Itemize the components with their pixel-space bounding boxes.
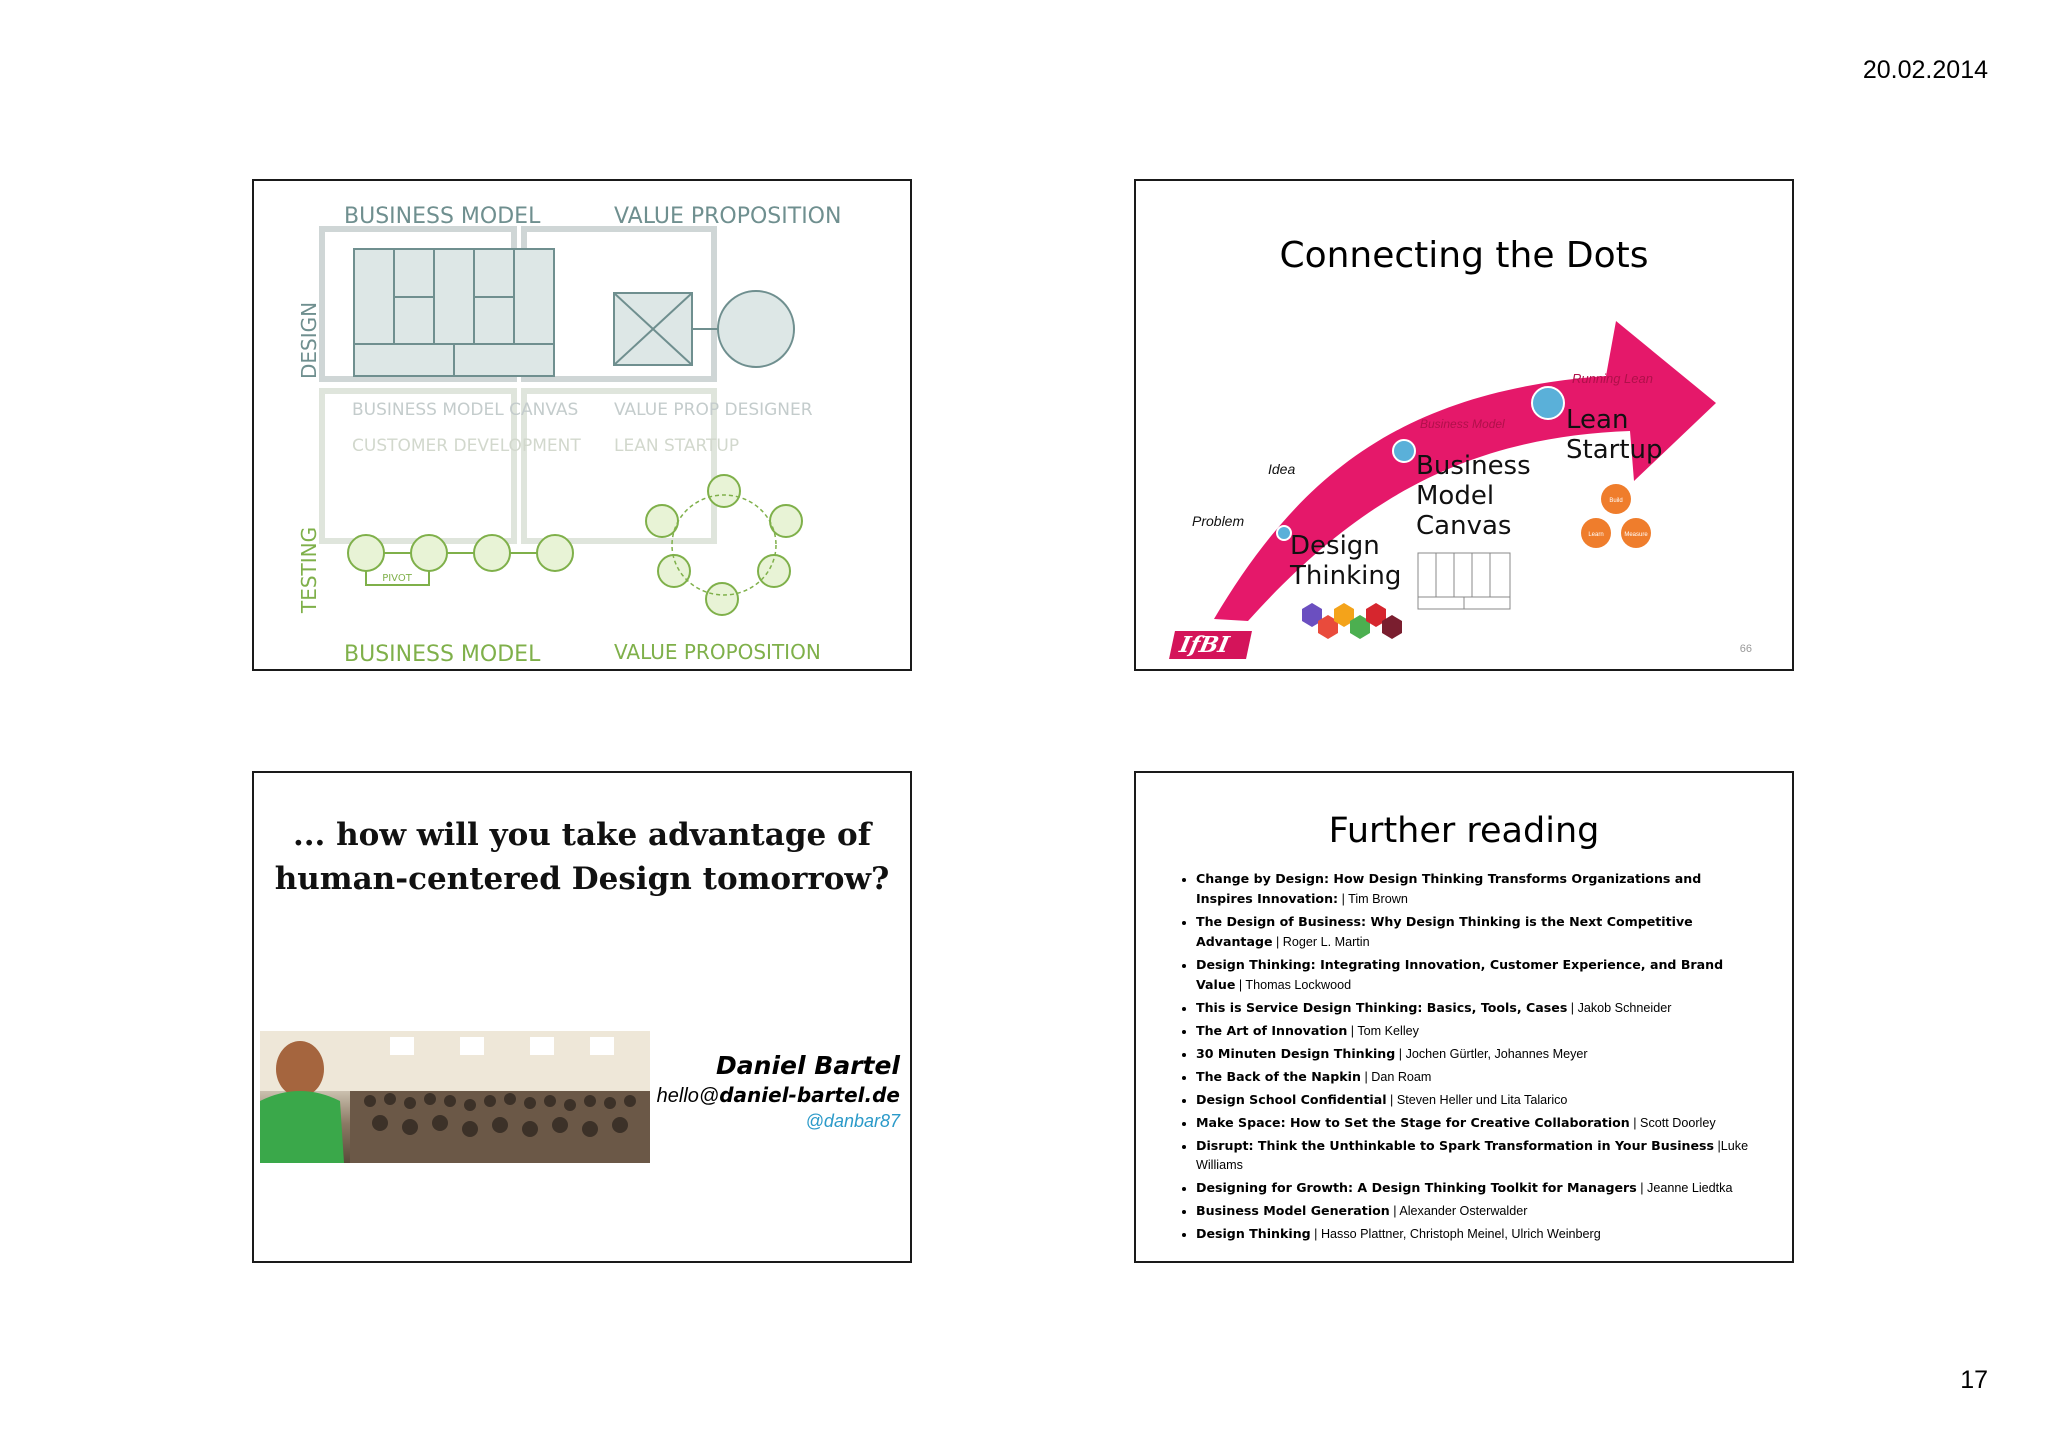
- reading-item: This is Service Design Thinking: Basics,…: [1196, 998, 1762, 1018]
- cd-steps: PIVOT: [347, 534, 574, 586]
- book-author: | Jakob Schneider: [1567, 1001, 1672, 1015]
- book-title: Design Thinking: [1196, 1226, 1311, 1241]
- closing-question: ... how will you take advantage of human…: [274, 817, 890, 897]
- lean-cycle: Build Learn Measure: [1581, 484, 1651, 548]
- book-author: | Thomas Lockwood: [1235, 978, 1352, 992]
- reading-item: Business Model Generation | Alexander Os…: [1196, 1201, 1762, 1221]
- ifbi-logo: IfBI: [1169, 631, 1252, 659]
- slide-question-contact[interactable]: ... how will you take advantage of human…: [252, 771, 912, 1263]
- slide2-title: Connecting the Dots: [1279, 235, 1649, 276]
- reading-item: The Back of the Napkin | Dan Roam: [1196, 1067, 1762, 1087]
- label-business-model: Business Model: [1420, 417, 1505, 431]
- page-date: 20.02.2014: [1862, 56, 1988, 84]
- reading-item: Disrupt: Think the Unthinkable to Spark …: [1196, 1136, 1762, 1175]
- book-title: Business Model Generation: [1196, 1203, 1390, 1218]
- label-business-model-bottom: BUSINESS MODEL: [344, 642, 541, 667]
- reading-item: 30 Minuten Design Thinking | Jochen Gürt…: [1196, 1044, 1762, 1064]
- book-author: | Dan Roam: [1360, 1070, 1432, 1084]
- reading-item: Design School Confidential | Steven Hell…: [1196, 1090, 1762, 1110]
- book-title: The Design of Business: Why Design Think…: [1196, 914, 1693, 949]
- label-value-proposition-bottom: VALUE PROPOSITION: [614, 640, 821, 664]
- book-title: Design School Confidential: [1196, 1092, 1387, 1107]
- lean-learn: Learn: [1588, 532, 1603, 538]
- book-author: | Roger L. Martin: [1272, 935, 1370, 949]
- label-vpd: VALUE PROP DESIGNER: [614, 400, 813, 420]
- book-title: Disrupt: Think the Unthinkable to Spark …: [1196, 1138, 1715, 1153]
- reading-item: Design Thinking | Hasso Plattner, Christ…: [1196, 1224, 1762, 1244]
- slide-connecting-the-dots[interactable]: Connecting the Dots Build Learn: [1134, 179, 1794, 671]
- speaker-email[interactable]: hello@daniel-bartel.de: [657, 1083, 900, 1108]
- label-idea: Idea: [1268, 461, 1296, 477]
- reading-list: Change by Design: How Design Thinking Tr…: [1172, 869, 1762, 1247]
- label-ls: LEAN STARTUP: [614, 436, 739, 456]
- book-title: The Art of Innovation: [1196, 1023, 1348, 1038]
- book-title: Designing for Growth: A Design Thinking …: [1196, 1180, 1637, 1195]
- dot-business-model: [1392, 439, 1416, 463]
- label-design: DESIGN: [297, 302, 321, 379]
- label-business-model-top: BUSINESS MODEL: [344, 204, 541, 229]
- label-cd: CUSTOMER DEVELOPMENT: [352, 436, 581, 456]
- book-author: | Jochen Gürtler, Johannes Meyer: [1395, 1047, 1588, 1061]
- book-author: |Luke Williams: [1196, 1139, 1749, 1172]
- reading-item: The Art of Innovation | Tom Kelley: [1196, 1021, 1762, 1041]
- book-author: | Hasso Plattner, Christoph Meinel, Ulri…: [1310, 1227, 1601, 1241]
- label-lean-startup: Lean Startup: [1566, 405, 1663, 465]
- reading-item: Designing for Growth: A Design Thinking …: [1196, 1178, 1762, 1198]
- book-title: 30 Minuten Design Thinking: [1196, 1046, 1396, 1061]
- book-author: | Scott Doorley: [1629, 1116, 1716, 1130]
- matrix-sketch: BUSINESS MODEL VALUE PROPOSITION DESIGN …: [297, 204, 841, 667]
- lean-measure: Measure: [1624, 532, 1648, 538]
- dot-running-lean: [1531, 386, 1565, 420]
- book-author: | Tom Kelley: [1347, 1024, 1419, 1038]
- label-problem: Problem: [1192, 513, 1245, 529]
- reading-item: Change by Design: How Design Thinking Tr…: [1196, 869, 1762, 909]
- label-testing: TESTING: [297, 527, 321, 614]
- book-author: | Alexander Osterwalder: [1389, 1204, 1528, 1218]
- label-running-lean: Running Lean: [1572, 371, 1653, 386]
- reading-item: Design Thinking: Integrating Innovation,…: [1196, 955, 1762, 995]
- lean-build: Build: [1609, 498, 1622, 504]
- dot-problem: [1276, 525, 1292, 541]
- workshop-photo: [260, 1031, 650, 1163]
- mini-bmc: [1417, 552, 1511, 610]
- book-author: | Tim Brown: [1338, 892, 1408, 906]
- speaker-twitter[interactable]: @danbar87: [805, 1111, 900, 1131]
- further-reading-title: Further reading: [1328, 811, 1600, 851]
- design-thinking-hexagons: [1302, 603, 1402, 639]
- page-number: 17: [1960, 1366, 1988, 1394]
- ls-cycle: [645, 474, 803, 616]
- label-design-thinking: Design Thinking: [1290, 531, 1402, 591]
- speaker-name: Daniel Bartel: [716, 1051, 900, 1080]
- bmc-blocks: [353, 248, 555, 377]
- label-bmc: Business Model Canvas: [1416, 451, 1531, 541]
- slide-design-testing-matrix[interactable]: BUSINESS MODEL VALUE PROPOSITION DESIGN …: [252, 179, 912, 671]
- label-value-proposition-top: VALUE PROPOSITION: [614, 204, 841, 229]
- email-domain: daniel-bartel.de: [719, 1083, 900, 1107]
- book-author: | Jeanne Liedtka: [1636, 1181, 1733, 1195]
- book-title: This is Service Design Thinking: Basics,…: [1196, 1000, 1568, 1015]
- ls-panel: [521, 388, 717, 544]
- label-bmc: BUSINESS MODEL CANVAS: [352, 400, 578, 420]
- slide2-number: 66: [1739, 643, 1752, 655]
- book-title: Make Space: How to Set the Stage for Cre…: [1196, 1115, 1630, 1130]
- pivot-label: PIVOT: [382, 573, 413, 584]
- book-title: The Back of the Napkin: [1196, 1069, 1361, 1084]
- slide-further-reading[interactable]: Further reading Change by Design: How De…: [1134, 771, 1794, 1263]
- book-title: Design Thinking: Integrating Innovation,…: [1196, 957, 1724, 992]
- book-title: Change by Design: How Design Thinking Tr…: [1196, 871, 1702, 906]
- reading-item: Make Space: How to Set the Stage for Cre…: [1196, 1113, 1762, 1133]
- email-prefix: hello@: [656, 1085, 720, 1107]
- vpd-diagram: [613, 290, 795, 368]
- book-author: | Steven Heller und Lita Talarico: [1386, 1093, 1568, 1107]
- pink-arrow: Build Learn Measure: [1214, 321, 1716, 639]
- reading-item: The Design of Business: Why Design Think…: [1196, 912, 1762, 952]
